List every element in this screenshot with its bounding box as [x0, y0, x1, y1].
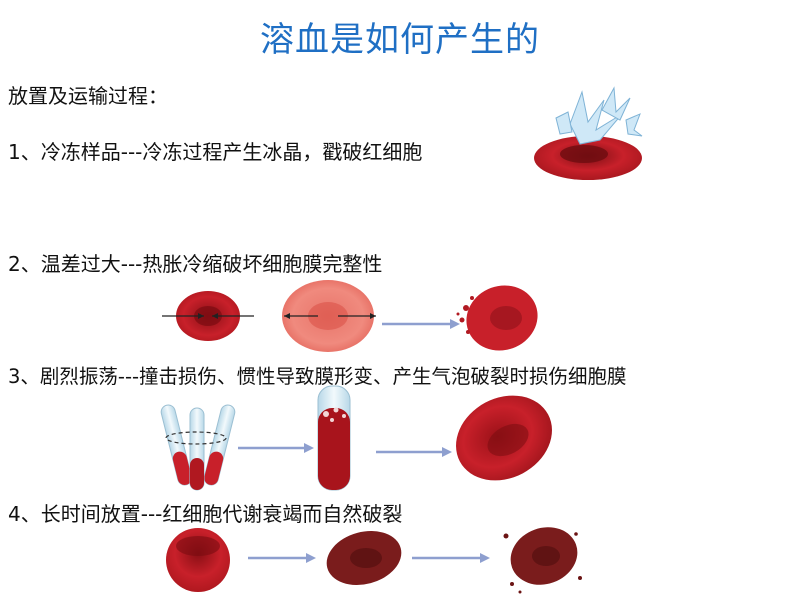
page-title: 溶血是如何产生的	[260, 20, 540, 60]
ice-crystal-cell-illustration	[534, 86, 643, 180]
item-text: 长时间放置---红细胞代谢衰竭而自然破裂	[40, 502, 403, 526]
item-text: 温差过大---热胀冷缩破坏细胞膜完整性	[40, 252, 383, 276]
item-temperature: 2、温差过大---热胀冷缩破坏细胞膜完整性	[8, 248, 382, 277]
item-long-storage: 4、长时间放置---红细胞代谢衰竭而自然破裂	[8, 498, 402, 527]
item-number: 2、	[8, 252, 41, 276]
item-text: 冷冻样品---冷冻过程产生冰晶，戳破红细胞	[40, 140, 423, 164]
aging-cell-illustration	[166, 527, 582, 594]
item-number: 3、	[8, 365, 40, 388]
section-heading: 放置及运输过程：	[8, 84, 168, 108]
shaking-illustration	[160, 385, 552, 491]
item-shaking: 3、剧烈振荡---撞击损伤、惯性导致膜形变、产生气泡破裂时损伤细胞膜	[8, 360, 627, 389]
item-number: 4、	[8, 502, 41, 526]
item-text: 剧烈振荡---撞击损伤、惯性导致膜形变、产生气泡破裂时损伤细胞膜	[39, 365, 627, 388]
item-number: 1、	[8, 140, 41, 164]
thermal-damage-illustration	[162, 280, 538, 352]
item-freezing: 1、冷冻样品---冷冻过程产生冰晶，戳破红细胞	[8, 136, 422, 165]
